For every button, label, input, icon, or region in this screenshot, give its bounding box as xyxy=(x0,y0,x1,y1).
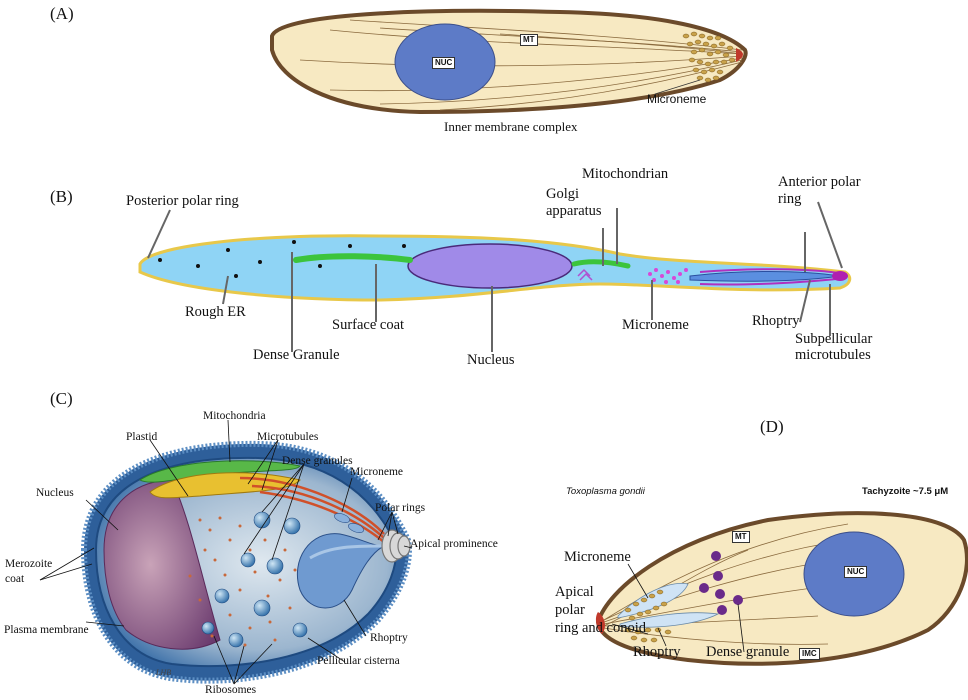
panel-b-golgi-label-1: Golgi xyxy=(546,187,579,202)
panel-b-nucleus xyxy=(408,244,572,288)
panel-c-pellicular-cisterna-label: Pellicular cisterna xyxy=(317,655,400,667)
panel-d-species-label: Toxoplasma gondii xyxy=(566,487,645,497)
panel-a-mt-label: MT xyxy=(520,34,538,46)
panel-c-ribosomes-label: Ribosomes xyxy=(205,684,256,696)
panel-b-subpellicular-label-1: Subpellicular xyxy=(795,332,872,347)
panel-b-golgi-label-2: apparatus xyxy=(546,204,602,219)
panel-d-apical-label-2: polar xyxy=(555,603,585,618)
panel-c-mitochondria-label: Mitochondria xyxy=(203,410,266,422)
panel-c-apical-prominence-label: Apical prominence xyxy=(410,538,498,550)
panel-b-dense-granule-label: Dense Granule xyxy=(253,348,340,363)
panel-d-apical-label-1: Apical xyxy=(555,585,594,600)
panel-b-anterior-polar-ring-label-2: ring xyxy=(778,192,801,207)
panel-c-plastid-label: Plastid xyxy=(126,431,157,443)
panel-c-microneme-label: Microneme xyxy=(350,466,403,478)
panel-d-imc-label: IMC xyxy=(799,648,820,660)
panel-d-microneme-label: Microneme xyxy=(564,550,631,565)
panel-d-apical-label-3: ring and conoid xyxy=(555,621,646,636)
panel-d-tag: (D) xyxy=(760,418,784,436)
panel-c-plasma-membrane-label: Plasma membrane xyxy=(4,624,89,636)
panel-c-nucleus-label: Nucleus xyxy=(36,487,74,499)
panel-a-imc-label: Inner membrane complex xyxy=(444,120,578,134)
panel-c-microtubules-label: Microtubules xyxy=(257,431,318,443)
panel-b-mitochondrian-label: Mitochondrian xyxy=(582,167,668,182)
panel-a-microneme-label: Microneme xyxy=(647,93,706,106)
panel-b-surface-coat-label: Surface coat xyxy=(332,318,404,333)
panel-d-diagram xyxy=(548,500,968,700)
panel-b-posterior-polar-ring-label: Posterior polar ring xyxy=(126,194,239,209)
panel-c-merozoite-coat-label-2: coat xyxy=(5,573,24,585)
panel-b-anterior-polar-ring-label-1: Anterior polar xyxy=(778,175,861,190)
panel-b-subpellicular-label-2: microtubules xyxy=(795,348,871,363)
panel-b-nucleus-label: Nucleus xyxy=(467,353,515,368)
panel-d-rhoptry-label: Rhoptry xyxy=(633,645,681,660)
panel-c-rhoptry-label: Rhoptry xyxy=(370,632,408,644)
panel-c-merozoite-coat-label-1: Merozoite xyxy=(5,558,52,570)
panel-d-dense-granule-label: Dense granule xyxy=(706,645,789,660)
panel-a-nuc-label: NUC xyxy=(432,57,455,69)
panel-c-polar-rings-label: Polar rings xyxy=(375,502,425,514)
panel-c-dense-granules-label: Dense granules xyxy=(282,455,353,467)
panel-d-nuc-label: NUC xyxy=(844,566,867,578)
panel-b-rough-er-label: Rough ER xyxy=(185,305,246,320)
panel-c-signature: LHB xyxy=(156,669,171,677)
panel-b-microneme-label: Microneme xyxy=(622,318,689,333)
panel-d-stage-label: Tachyzoite ~7.5 μM xyxy=(862,487,948,497)
panel-d-mt-label: MT xyxy=(732,531,750,543)
panel-b-rhoptry-label: Rhoptry xyxy=(752,314,800,329)
